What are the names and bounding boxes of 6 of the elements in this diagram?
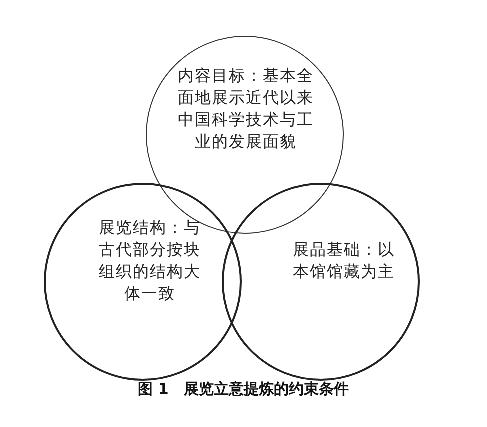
circle-text: 展品基础：以本馆馆藏为主 <box>292 239 396 283</box>
venn-circle <box>44 183 242 381</box>
circle-text: 展览结构：与古代部分按块组织的结构大体一致 <box>98 217 202 305</box>
circle-text: 内容目标：基本全面地展示近代以来中国科学技术与工业的发展面貌 <box>177 65 315 153</box>
venn-circle <box>222 183 420 381</box>
figure-caption: 图 1 展览立意提炼的约束条件 <box>137 380 350 399</box>
